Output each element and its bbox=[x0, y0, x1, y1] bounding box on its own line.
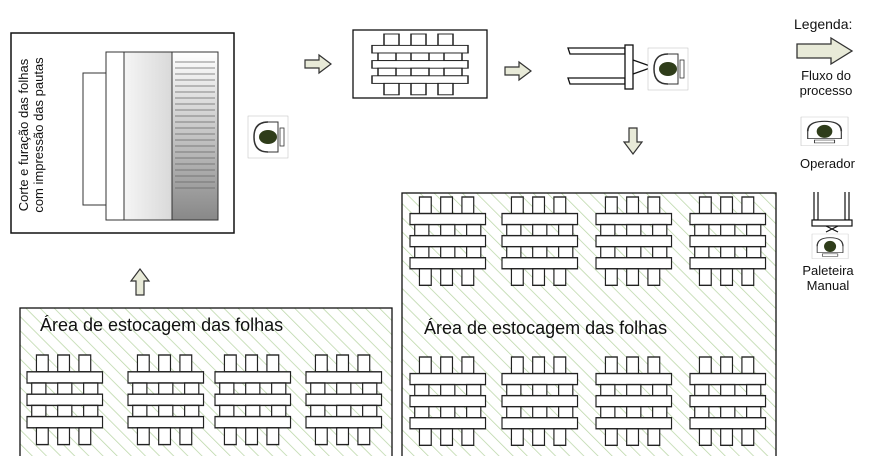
operator-icon bbox=[247, 115, 289, 159]
machine-label-line2: com impressão das pautas bbox=[31, 57, 46, 213]
storage-area-right bbox=[401, 192, 777, 456]
right-arrow-icon bbox=[796, 36, 854, 66]
legend-flow-label: Fluxo do processo bbox=[799, 68, 853, 98]
storage-area-left bbox=[19, 307, 393, 456]
operator-icon bbox=[811, 233, 849, 260]
operator-icon bbox=[800, 116, 849, 147]
cutting-machine bbox=[10, 32, 235, 234]
legend-pallet-label: Paleteira Manual bbox=[802, 263, 854, 293]
legend-title: Legenda: bbox=[794, 16, 853, 32]
flow-arrow-down bbox=[623, 127, 643, 155]
operator-icon bbox=[647, 47, 689, 91]
machine-label-line1: Corte e furação das folhas bbox=[16, 58, 31, 212]
pallet-box bbox=[352, 29, 488, 99]
legend-operator-label: Operador bbox=[800, 156, 855, 171]
pallet-jack-icon bbox=[811, 192, 853, 233]
machine-label: Corte e furação das folhas com impressão… bbox=[15, 40, 47, 230]
storage-left-title: Área de estocagem das folhas bbox=[40, 315, 284, 335]
pallet-jack bbox=[567, 44, 651, 90]
storage-right-title: Área de estocagem das folhas bbox=[424, 318, 668, 338]
flow-arrow-2 bbox=[504, 61, 532, 81]
flow-arrow-up bbox=[130, 268, 150, 296]
flow-arrow-1 bbox=[304, 54, 332, 74]
